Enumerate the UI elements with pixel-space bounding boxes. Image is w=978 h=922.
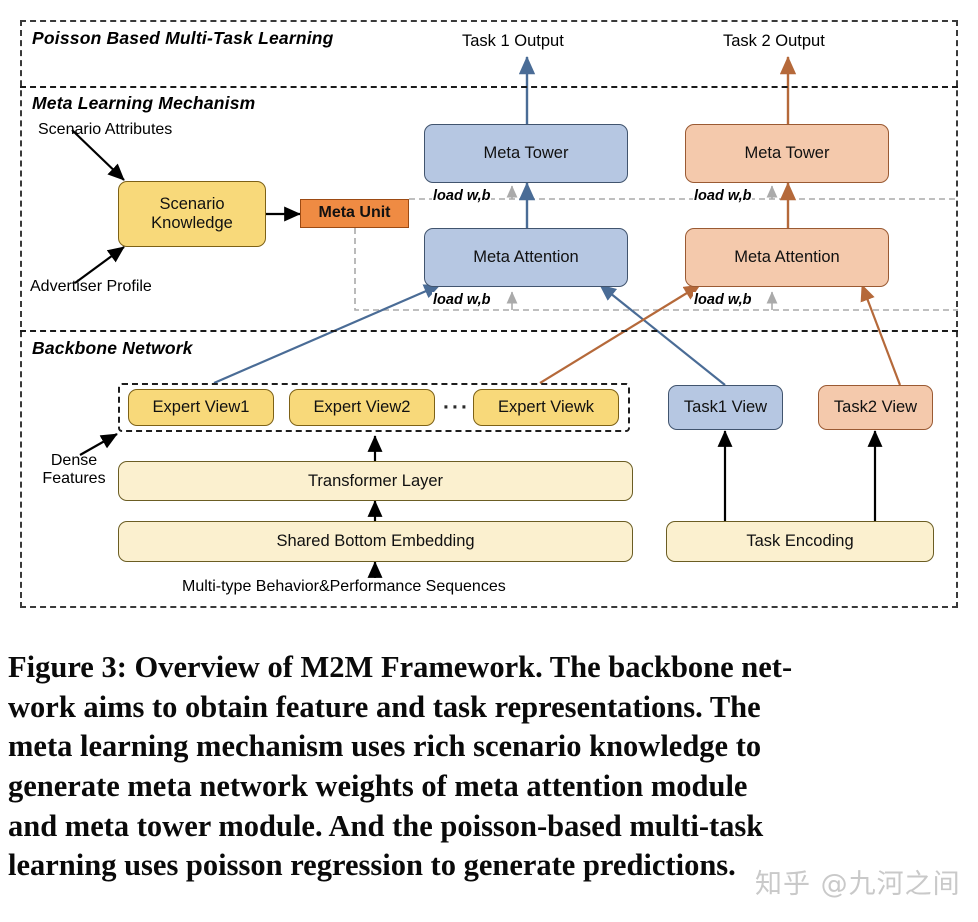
expert-ellipsis: ··· (443, 396, 470, 419)
caption-line-6: learning uses poisson regression to gene… (8, 848, 736, 883)
section-title-poisson: Poisson Based Multi-Task Learning (32, 28, 334, 48)
advertiser-profile-label: Advertiser Profile (30, 278, 152, 295)
caption-line-5: and meta tower module. And the poisson-b… (8, 808, 764, 843)
task2-output-label: Task 2 Output (723, 32, 825, 50)
node-task-encoding[interactable]: Task Encoding (666, 521, 934, 562)
sequences-label: Multi-type Behavior&Performance Sequence… (182, 578, 506, 595)
node-meta-unit[interactable]: Meta Unit (300, 199, 409, 228)
node-scenario-knowledge[interactable]: Scenario Knowledge (118, 181, 266, 247)
caption-line-1: Figure 3: Overview of M2M Framework. The… (8, 650, 793, 684)
node-meta-tower-task1[interactable]: Meta Tower (424, 124, 628, 183)
section-divider-2 (20, 330, 958, 332)
architecture-diagram: Poisson Based Multi-Task Learning Meta L… (20, 20, 958, 608)
dense-features-line1: Dense (50, 452, 98, 469)
dense-features-line2: Features (42, 470, 106, 488)
node-expert-view-2[interactable]: Expert View2 (289, 389, 435, 426)
node-meta-attention-task1[interactable]: Meta Attention (424, 228, 628, 287)
node-task2-view[interactable]: Task2 View (818, 385, 933, 430)
diagram-frame (20, 20, 958, 608)
caption-line-4: generate meta network weights of meta at… (8, 768, 748, 803)
dense-features-label: Dense Features (38, 452, 110, 489)
node-expert-view-1[interactable]: Expert View1 (128, 389, 274, 426)
scenario-knowledge-line1: Scenario (159, 195, 225, 214)
node-transformer-layer[interactable]: Transformer Layer (118, 461, 633, 501)
section-title-meta-learning: Meta Learning Mechanism (32, 93, 256, 113)
figure-caption: Figure 3: Overview of M2M Framework. The… (8, 648, 970, 886)
caption-line-2: work aims to obtain feature and task rep… (8, 689, 761, 724)
caption-line-3: meta learning mechanism uses rich scenar… (8, 729, 762, 764)
scenario-attributes-label: Scenario Attributes (38, 121, 173, 138)
load-label-tower-task1: load w,b (432, 188, 492, 204)
expert-views-group (118, 383, 630, 432)
section-divider-1 (20, 86, 958, 88)
node-shared-bottom-embedding[interactable]: Shared Bottom Embedding (118, 521, 633, 562)
node-task1-view[interactable]: Task1 View (668, 385, 783, 430)
task1-output-label: Task 1 Output (462, 32, 564, 50)
section-title-backbone: Backbone Network (32, 338, 193, 358)
node-meta-tower-task2[interactable]: Meta Tower (685, 124, 889, 183)
node-meta-attention-task2[interactable]: Meta Attention (685, 228, 889, 287)
load-label-attention-task2: load w,b (693, 292, 753, 308)
load-label-attention-task1: load w,b (432, 292, 492, 308)
node-expert-view-k[interactable]: Expert Viewk (473, 389, 619, 426)
load-label-tower-task2: load w,b (693, 188, 753, 204)
scenario-knowledge-line2: Knowledge (151, 214, 233, 232)
